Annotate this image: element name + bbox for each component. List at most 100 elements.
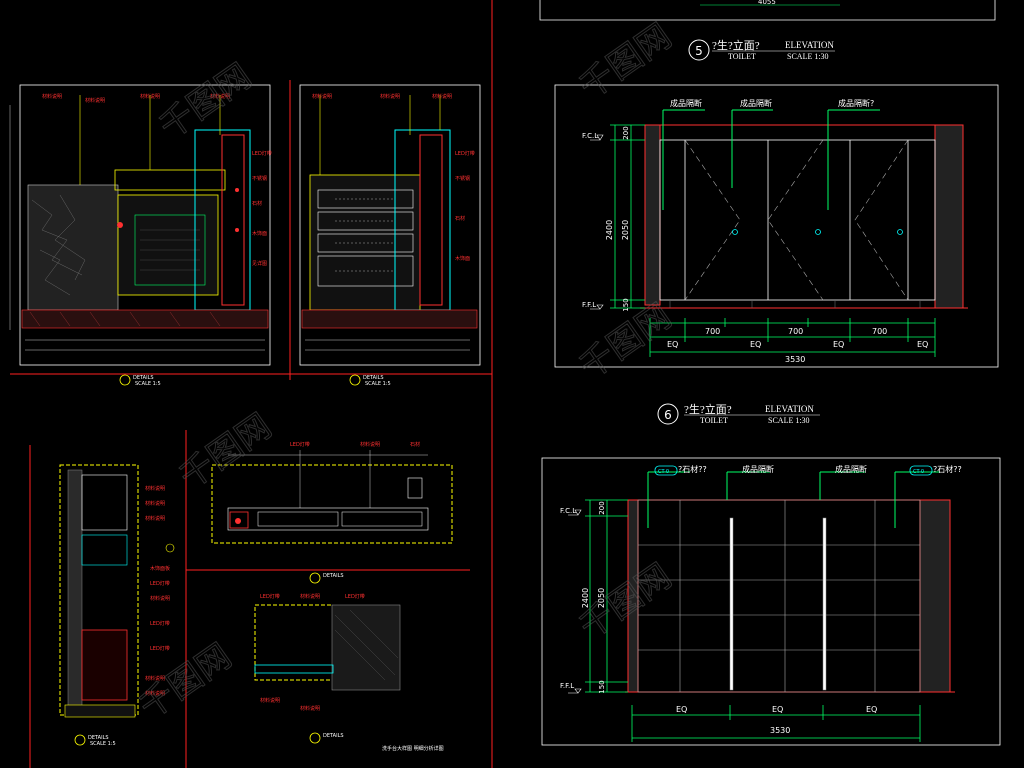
elevation-6-total: 3530 — [770, 726, 790, 735]
watermark-text: 千图网 — [572, 16, 678, 107]
elevation-6-eq-2: EQ — [772, 705, 783, 714]
svg-text:材料说明: 材料说明 — [145, 500, 165, 507]
svg-text:材料说明: 材料说明 — [145, 515, 165, 522]
elevation-6-title: 6 ?生?立面? ELEVATION TOILET SCALE 1:30 — [657, 402, 820, 425]
svg-text:不锈钢: 不锈钢 — [455, 175, 470, 182]
elevation-5-callout-3: 成品隔断? — [838, 98, 874, 108]
elevation-6-subtitle: TOILET — [700, 416, 728, 425]
elevation-6-tag-2: CT-0 — [913, 469, 924, 475]
svg-text:材料说明: 材料说明 — [432, 93, 452, 100]
elevation-5-scale: SCALE 1:30 — [787, 52, 829, 61]
elevation-5-dim-2050: 2050 — [621, 220, 630, 240]
elevation-5-frame — [554, 84, 999, 368]
sheet-note: 洗手台大样图 明细分析详图 — [382, 745, 444, 752]
elevation-6-dim-200: 200 — [598, 501, 606, 514]
elevation-6-dim-2400: 2400 — [581, 588, 590, 608]
svg-text:LED灯带: LED灯带 — [252, 150, 272, 157]
elevation-6-title-en: ELEVATION — [765, 404, 814, 414]
svg-text:LED灯带: LED灯带 — [455, 150, 475, 157]
elevation-6-scale: SCALE 1:30 — [768, 416, 810, 425]
details-label-3: DETAILS — [88, 735, 109, 741]
svg-text:材料说明: 材料说明 — [312, 93, 332, 100]
sheet-borders — [10, 0, 493, 768]
svg-text:材料说明: 材料说明 — [145, 675, 165, 682]
details-scale-2: SCALE 1:5 — [365, 381, 391, 387]
svg-text:LED灯带: LED灯带 — [345, 593, 365, 600]
elevation-6-tag-1: CT-0 — [658, 469, 669, 475]
svg-text:材料说明: 材料说明 — [85, 97, 105, 104]
svg-text:材料说明: 材料说明 — [140, 93, 160, 100]
svg-text:材料说明: 材料说明 — [145, 690, 165, 697]
elevation-5-eq-1: EQ — [667, 340, 678, 349]
svg-text:不锈钢: 不锈钢 — [252, 175, 267, 182]
svg-text:材料说明: 材料说明 — [42, 93, 62, 100]
svg-text:石材: 石材 — [455, 215, 465, 222]
elevation-5-title-cn: ?生?立面? — [712, 38, 760, 52]
watermark-text: 千图网 — [152, 56, 258, 147]
elevation-6-number: 6 — [664, 408, 672, 422]
elevation-6-callout-1: ?石材?? — [678, 464, 707, 474]
svg-text:材料说明: 材料说明 — [210, 93, 230, 100]
svg-text:石材: 石材 — [252, 200, 262, 207]
elevation-5-title-en: ELEVATION — [785, 40, 834, 50]
watermark-text: 千图网 — [172, 406, 278, 497]
details-scale-3: SCALE 1:5 — [90, 741, 116, 747]
svg-text:LED灯带: LED灯带 — [150, 580, 170, 587]
elevation-5-ffl: F.F.L — [582, 301, 596, 309]
elevation-6-eq-3: EQ — [866, 705, 877, 714]
elevation-5-subtitle: TOILET — [728, 52, 756, 61]
elevation-5-fcl: F.C.L — [582, 132, 598, 140]
details-label: DETAILS — [133, 375, 154, 381]
elevation-5: 5 ?生?立面? ELEVATION TOILET SCALE 1:30 成品 — [554, 38, 999, 368]
elevation-6: 6 ?生?立面? ELEVATION TOILET SCALE 1:30 — [541, 402, 1001, 746]
svg-text:材料说明: 材料说明 — [300, 705, 320, 712]
details-label-4: DETAILS — [323, 573, 344, 579]
elevation-5-total: 3530 — [785, 355, 805, 364]
svg-text:见详图: 见详图 — [252, 260, 267, 267]
details-label-1: DETAILS SCALE 1:5 — [119, 374, 161, 387]
svg-text:材料说明: 材料说明 — [360, 441, 380, 448]
elevation-6-ffl: F.F.L — [560, 682, 574, 690]
elevation-6-callout-4: ?石材?? — [933, 464, 962, 474]
elevation-5-eq-4: EQ — [917, 340, 928, 349]
elevation-6-eq-1: EQ — [676, 705, 687, 714]
top-dim-partial: 4055 — [758, 0, 776, 6]
elevation-6-dim-150: 150 — [598, 680, 606, 693]
svg-text:材料说明: 材料说明 — [300, 593, 320, 600]
elevation-5-callout-2: 成品隔断 — [740, 98, 772, 108]
elevation-5-callout-1: 成品隔断 — [670, 98, 702, 108]
elevation-5-dim-150: 150 — [622, 298, 630, 311]
detail-section-left: 材料说明材料说明材料说明材料说明 LED灯带不锈钢石材木饰面见详图 DETAIL… — [9, 84, 272, 387]
details-label-2: DETAILS — [363, 375, 384, 381]
details-scale: SCALE 1:5 — [135, 381, 161, 387]
svg-text:材料说明: 材料说明 — [145, 485, 165, 492]
details-label-5: DETAILS — [323, 733, 344, 739]
elevation-6-fcl: F.C.L — [560, 507, 576, 515]
detail-plan-section: LED灯带 材料说明 石材 DETAILS — [211, 441, 453, 584]
svg-text:材料说明: 材料说明 — [150, 595, 170, 602]
svg-text:木饰面: 木饰面 — [455, 255, 470, 262]
elevation-5-dim-200: 200 — [622, 126, 630, 139]
elevation-5-title: 5 ?生?立面? ELEVATION TOILET SCALE 1:30 — [688, 38, 835, 61]
svg-text:材料说明: 材料说明 — [260, 697, 280, 704]
watermark-layer: 千图网 千图网 千图网 千图网 千图网 千图网 — [132, 16, 679, 728]
svg-text:LED灯带: LED灯带 — [150, 645, 170, 652]
elevation-5-door-700-1: 700 — [705, 327, 720, 336]
elevation-4-partial: 4055 — [539, 0, 996, 21]
elevation-5-door-700-3: 700 — [872, 327, 887, 336]
svg-text:石材: 石材 — [410, 441, 420, 448]
elevation-5-number: 5 — [695, 44, 703, 58]
svg-text:木饰面板: 木饰面板 — [150, 565, 170, 572]
svg-text:LED灯带: LED灯带 — [290, 441, 310, 448]
elevation-5-eq-2: EQ — [750, 340, 761, 349]
svg-text:木饰面: 木饰面 — [252, 230, 267, 237]
elevation-6-title-cn: ?生?立面? — [684, 402, 732, 416]
svg-text:材料说明: 材料说明 — [380, 93, 400, 100]
elevation-6-frame — [541, 457, 1001, 746]
elevation-5-eq-3: EQ — [833, 340, 844, 349]
elevation-6-callout-3: 成品隔断 — [835, 464, 867, 474]
